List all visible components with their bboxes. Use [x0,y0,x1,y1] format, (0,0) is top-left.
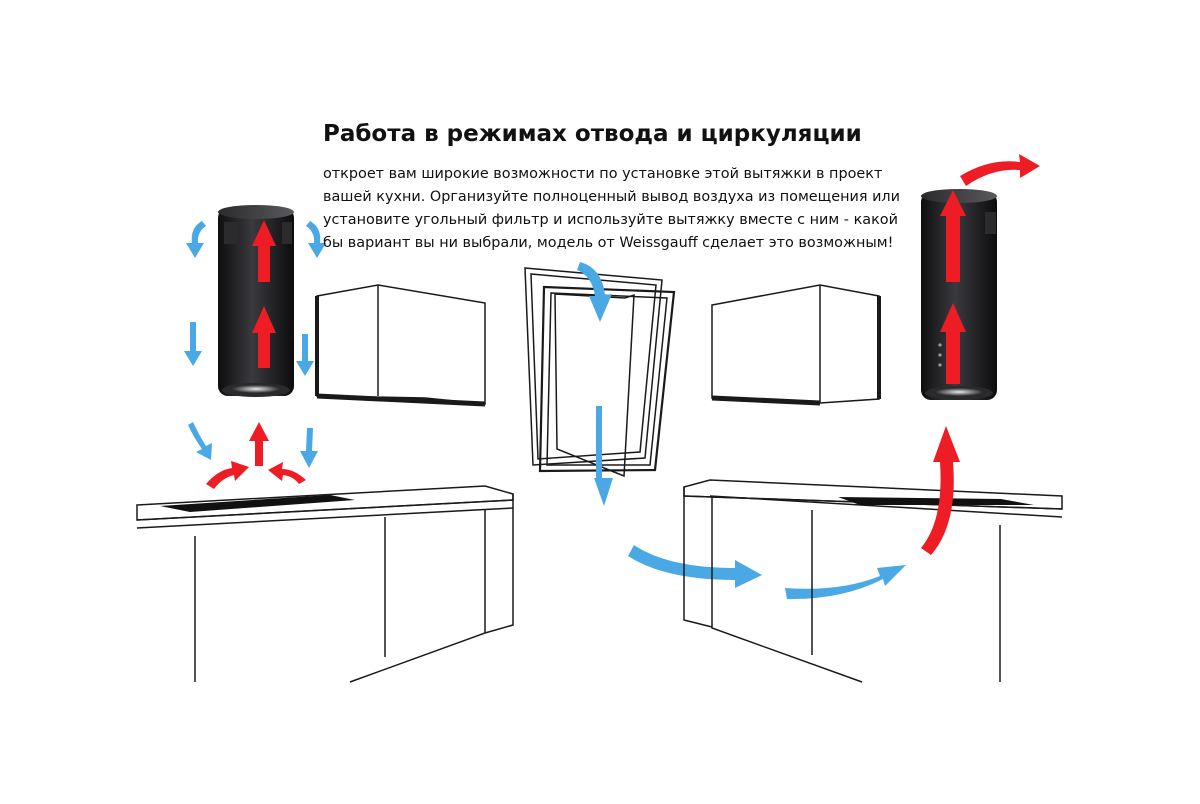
right-red-rising-arrow [921,426,960,555]
exhaust-red-arrow [960,154,1040,186]
right-wall-cabinet [711,284,881,406]
floor-blue-arrows [628,545,906,600]
right-hood-red-arrows [940,190,966,384]
description-line: вашей кухни. Организуйте полноценный выв… [323,189,900,205]
window-frame [524,267,676,478]
description-line: откроет вам широкие возможности по устан… [323,166,883,182]
description-line: установите угольный фильтр и используйте… [323,212,898,228]
right-cooktop [838,497,1034,505]
window-blue-arrows [577,262,613,506]
page-title: Работа в режимах отвода и циркуляции [323,121,862,147]
left-kitchen-counter [136,485,514,683]
left-range-hood [218,205,294,397]
left-blue-side-arrows [184,221,326,468]
description-text: откроет вам широкие возможности по устан… [323,163,913,255]
left-hood-red-arrows [252,220,276,368]
description-line: бы вариант вы ни выбрали, модель от Weis… [323,235,894,251]
left-red-rising-arrows [206,422,306,489]
left-cooktop [160,495,355,512]
left-wall-cabinet [315,284,486,407]
right-range-hood [921,189,997,400]
